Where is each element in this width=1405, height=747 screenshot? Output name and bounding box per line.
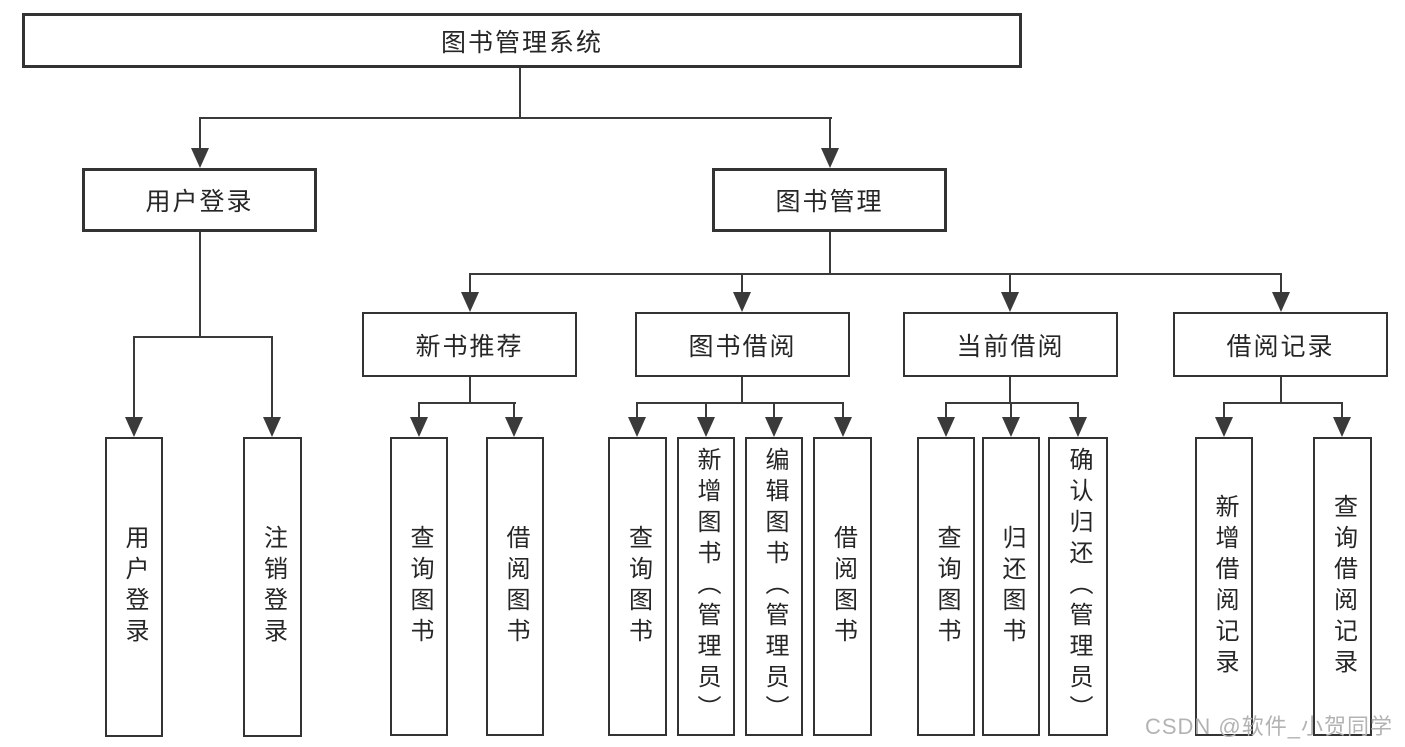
connector-line bbox=[1280, 273, 1282, 296]
leaf-query-books: 查询图书 bbox=[917, 437, 975, 736]
arrow-down-icon bbox=[733, 292, 751, 312]
connector-line bbox=[1223, 402, 1225, 422]
connector-line bbox=[1223, 402, 1343, 404]
connector-line bbox=[829, 117, 831, 151]
node-new-book-recommend: 新书推荐 bbox=[362, 312, 577, 377]
connector-line bbox=[636, 402, 638, 422]
leaf-query-borrow-record: 查询借阅记录 bbox=[1313, 437, 1372, 736]
connector-line bbox=[469, 273, 471, 296]
connector-line bbox=[741, 377, 743, 404]
connector-line bbox=[705, 402, 707, 422]
leaf-return-book: 归还图书 bbox=[982, 437, 1040, 736]
arrow-down-icon bbox=[505, 417, 523, 437]
leaf-user-login: 用户登录 bbox=[105, 437, 163, 737]
connector-line bbox=[842, 402, 844, 422]
leaf-query-books: 查询图书 bbox=[390, 437, 448, 736]
node-book-borrow: 图书借阅 bbox=[635, 312, 850, 377]
connector-line bbox=[1010, 402, 1012, 422]
leaf-borrow-books: 借阅图书 bbox=[813, 437, 872, 736]
leaf-confirm-return-admin: 确认归还（管理员） bbox=[1048, 437, 1108, 736]
arrow-down-icon bbox=[1215, 417, 1233, 437]
leaf-add-book-admin: 新增图书（管理员） bbox=[677, 437, 735, 736]
arrow-down-icon bbox=[1069, 417, 1087, 437]
arrow-down-icon bbox=[697, 417, 715, 437]
connector-line bbox=[1341, 402, 1343, 422]
connector-line bbox=[418, 402, 516, 404]
arrow-down-icon bbox=[937, 417, 955, 437]
leaf-borrow-books: 借阅图书 bbox=[486, 437, 544, 736]
connector-line bbox=[469, 377, 471, 404]
connector-line bbox=[636, 402, 844, 404]
node-current-borrow: 当前借阅 bbox=[903, 312, 1118, 377]
arrow-down-icon bbox=[1272, 292, 1290, 312]
connector-line bbox=[469, 273, 1282, 275]
connector-line bbox=[133, 336, 135, 420]
leaf-query-books: 查询图书 bbox=[608, 437, 667, 736]
connector-line bbox=[1009, 273, 1011, 296]
connector-line bbox=[945, 402, 1079, 404]
connector-line bbox=[829, 232, 831, 275]
arrow-down-icon bbox=[1333, 417, 1351, 437]
leaf-logout: 注销登录 bbox=[243, 437, 302, 737]
connector-line bbox=[741, 273, 743, 296]
connector-line bbox=[513, 402, 515, 422]
watermark: CSDN @软件_小贺同学 bbox=[1144, 714, 1393, 739]
arrow-down-icon bbox=[628, 417, 646, 437]
arrow-down-icon bbox=[263, 417, 281, 437]
connector-line bbox=[945, 402, 947, 422]
node-user-login: 用户登录 bbox=[82, 168, 317, 232]
connector-line bbox=[271, 336, 273, 420]
connector-line bbox=[519, 68, 521, 118]
node-root: 图书管理系统 bbox=[22, 13, 1022, 68]
arrow-down-icon bbox=[125, 417, 143, 437]
connector-line bbox=[773, 402, 775, 422]
connector-line bbox=[199, 117, 832, 119]
arrow-down-icon bbox=[765, 417, 783, 437]
connector-line bbox=[1009, 377, 1011, 404]
node-borrow-records: 借阅记录 bbox=[1173, 312, 1388, 377]
connector-line bbox=[418, 402, 420, 422]
leaf-add-borrow-record: 新增借阅记录 bbox=[1195, 437, 1253, 736]
arrow-down-icon bbox=[834, 417, 852, 437]
arrow-down-icon bbox=[410, 417, 428, 437]
connector-line bbox=[199, 232, 201, 338]
node-book-management: 图书管理 bbox=[712, 168, 947, 232]
leaf-edit-book-admin: 编辑图书（管理员） bbox=[745, 437, 803, 736]
connector-line bbox=[1280, 377, 1282, 404]
arrow-down-icon bbox=[1001, 292, 1019, 312]
arrow-down-icon bbox=[821, 148, 839, 168]
connector-line bbox=[1077, 402, 1079, 422]
connector-line bbox=[199, 117, 201, 151]
connector-line bbox=[133, 336, 273, 338]
arrow-down-icon bbox=[191, 148, 209, 168]
arrow-down-icon bbox=[461, 292, 479, 312]
arrow-down-icon bbox=[1002, 417, 1020, 437]
